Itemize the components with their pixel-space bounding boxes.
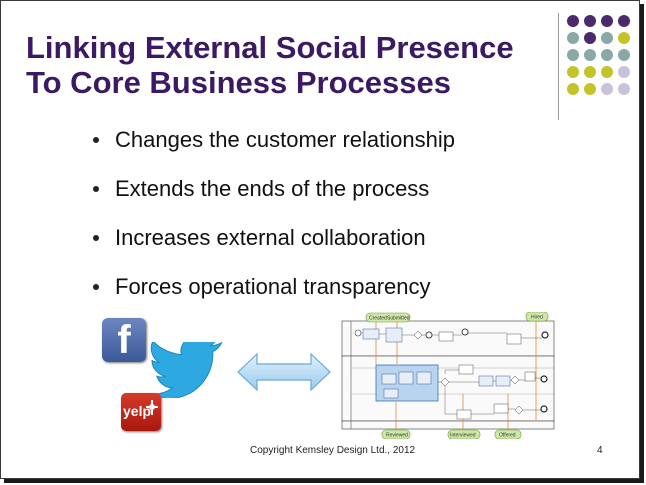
twitter-bird-icon <box>149 342 223 398</box>
facebook-letter: f <box>117 318 131 362</box>
dot <box>567 83 579 95</box>
bullet-item: Extends the ends of the process <box>91 174 455 223</box>
dot <box>618 83 630 95</box>
dot <box>567 66 579 78</box>
dot <box>618 49 630 61</box>
milestone-pill <box>447 429 481 439</box>
bullet-dot-icon <box>93 235 99 241</box>
facebook-icon: f <box>102 318 146 362</box>
milestone-pill <box>525 312 549 322</box>
milestone-label: Hired <box>531 315 543 321</box>
slide-title: Linking External Social Presence To Core… <box>26 30 514 100</box>
milestone-label: Created <box>369 316 387 322</box>
bullet-item: Increases external collaboration <box>91 223 455 272</box>
dot <box>601 49 613 61</box>
page-number: 4 <box>597 445 603 456</box>
milestone-label: Interviewed <box>450 433 476 439</box>
dot <box>567 15 579 27</box>
dot <box>567 49 579 61</box>
milestone-label: Submitted <box>387 316 410 322</box>
swimlane-middle <box>341 355 555 422</box>
milestone-label: Offered <box>499 433 516 439</box>
dot <box>584 32 596 44</box>
bullet-item: Forces operational transparency <box>91 272 455 321</box>
process-diagram: Created Submitted Hired Reviewed Intervi… <box>341 312 555 439</box>
bullet-text: Changes the customer relationship <box>115 127 455 152</box>
yelp-icon: yelp <box>121 393 161 431</box>
double-arrow-icon <box>237 353 331 391</box>
bullet-item: Changes the customer relationship <box>91 125 455 174</box>
dot <box>618 66 630 78</box>
dot <box>601 32 613 44</box>
dot <box>567 32 579 44</box>
title-line-2: To Core Business Processes <box>26 65 451 100</box>
yelp-wordmark: yelp <box>123 403 152 419</box>
dot <box>584 15 596 27</box>
bullet-dot-icon <box>93 186 99 192</box>
bullet-dot-icon <box>93 284 99 290</box>
dot <box>601 66 613 78</box>
dot <box>584 66 596 78</box>
dot <box>618 32 630 44</box>
decorative-divider <box>558 13 559 120</box>
bullet-text: Forces operational transparency <box>115 274 431 299</box>
dot <box>584 83 596 95</box>
dot <box>584 49 596 61</box>
copyright-footer: Copyright Kemsley Design Ltd., 2012 <box>250 445 416 456</box>
swimlane-bottom <box>341 420 555 430</box>
bullet-list: Changes the customer relationship Extend… <box>91 125 455 321</box>
slide: Linking External Social Presence To Core… <box>0 0 640 479</box>
bullet-text: Increases external collaboration <box>115 225 426 250</box>
title-line-1: Linking External Social Presence <box>26 30 514 65</box>
dot <box>601 83 613 95</box>
bullet-text: Extends the ends of the process <box>115 176 430 201</box>
milestone-pill <box>365 312 411 323</box>
bullet-dot-icon <box>93 137 99 143</box>
milestone-label: Reviewed <box>386 433 408 439</box>
dot <box>601 15 613 27</box>
dot <box>618 15 630 27</box>
